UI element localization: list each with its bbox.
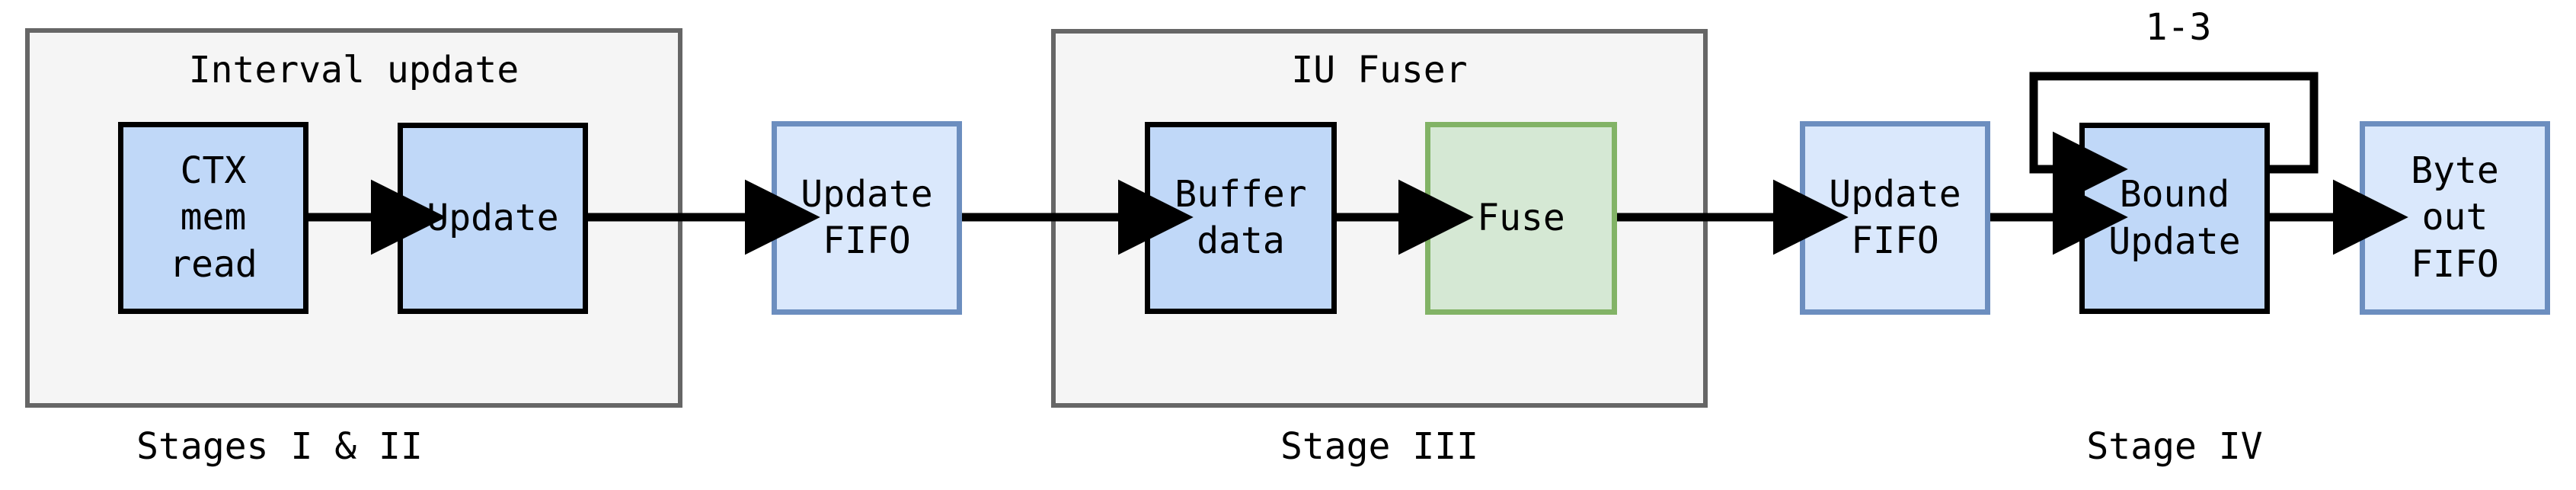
node-update-fifo-1[interactable]: Update FIFO (772, 121, 962, 315)
node-update-fifo-2-line-2: FIFO (1851, 219, 1939, 262)
loop-label-1-3: 1-3 (2145, 6, 2212, 49)
group-title-iu-fuser: IU Fuser (1291, 49, 1468, 91)
node-update-fifo-1-line-1: Update (801, 172, 933, 216)
node-ctx-mem-read-line-1: CTX (180, 149, 247, 192)
caption-stage-iii: Stage III (1280, 425, 1479, 468)
node-update-fifo-2[interactable]: Update FIFO (1800, 121, 1990, 315)
group-title-interval-update: Interval update (188, 49, 519, 91)
node-fuse-line-1: Fuse (1477, 196, 1565, 239)
node-byte-out-fifo-line-2: out (2421, 196, 2488, 239)
node-byte-out-fifo-line-1: Byte (2411, 149, 2499, 192)
node-ctx-mem-read-line-2: mem (180, 196, 247, 239)
caption-stage-iv: Stage IV (2086, 425, 2263, 468)
node-buffer-data-line-1: Buffer (1175, 172, 1307, 216)
node-buffer-data[interactable]: Buffer data (1145, 122, 1337, 314)
node-ctx-mem-read-line-3: read (169, 242, 257, 286)
node-update-line-1: Update (427, 196, 559, 239)
caption-stages-i-ii: Stages I & II (136, 425, 423, 468)
node-bound-update-line-2: Update (2108, 219, 2241, 263)
node-ctx-mem-read[interactable]: CTX mem read (118, 122, 308, 314)
node-buffer-data-line-2: data (1197, 219, 1285, 262)
node-byte-out-fifo-line-3: FIFO (2411, 242, 2499, 286)
node-bound-update-line-1: Bound (2119, 173, 2230, 216)
node-update[interactable]: Update (398, 123, 588, 314)
node-byte-out-fifo[interactable]: Byte out FIFO (2360, 121, 2550, 315)
node-bound-update[interactable]: Bound Update (2079, 123, 2270, 314)
node-update-fifo-1-line-2: FIFO (823, 219, 911, 262)
node-update-fifo-2-line-1: Update (1829, 172, 1961, 216)
node-fuse[interactable]: Fuse (1425, 122, 1617, 315)
